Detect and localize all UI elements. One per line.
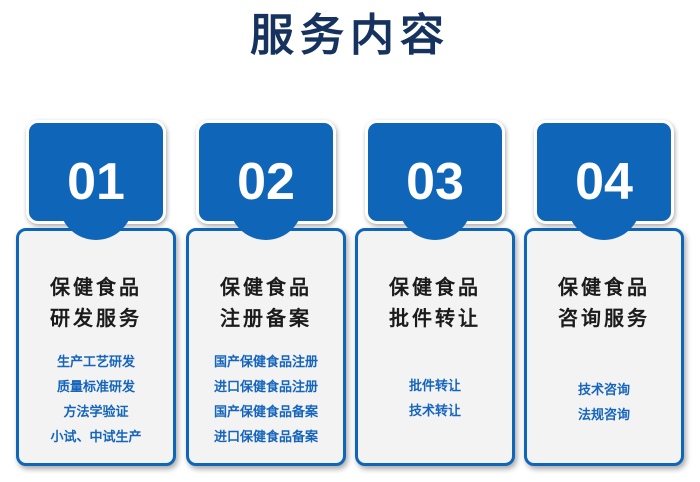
card-items: 批件转让 技术转让: [355, 374, 515, 424]
card-item: 生产工艺研发: [56, 355, 135, 370]
card-item: 小试、中试生产: [50, 430, 142, 445]
card-title: 保健食品 注册备案: [186, 272, 346, 334]
card-item: 批件转让: [408, 379, 461, 394]
service-card-1: 01 保健食品 研发服务 生产工艺研发 质量标准研发 方法学验证 小试、中试生产: [16, 120, 176, 470]
card-item: 进口保健食品注册: [213, 380, 318, 395]
card-body: [16, 228, 176, 466]
card-item: 技术咨询: [577, 383, 630, 398]
card-items: 国产保健食品注册 进口保健食品注册 国产保健食品备案 进口保健食品备案: [186, 350, 346, 450]
card-item: 方法学验证: [63, 405, 129, 420]
card-number: 02: [237, 153, 295, 211]
card-title-line: 保健食品: [558, 275, 650, 299]
card-item: 国产保健食品备案: [213, 405, 318, 420]
card-title: 保健食品 咨询服务: [524, 272, 684, 334]
card-body: [186, 228, 346, 466]
card-title-line: 研发服务: [50, 306, 142, 330]
card-items: 技术咨询 法规咨询: [524, 378, 684, 428]
card-title: 保健食品 批件转让: [355, 272, 515, 334]
card-title-line: 保健食品: [220, 275, 312, 299]
card-body: [355, 228, 515, 466]
service-card-4: 04 保健食品 咨询服务 技术咨询 法规咨询: [524, 120, 684, 470]
card-title-line: 注册备案: [220, 306, 312, 330]
card-title-line: 保健食品: [389, 275, 481, 299]
card-title-line: 咨询服务: [558, 306, 650, 330]
card-number: 03: [406, 153, 464, 211]
card-body: [524, 228, 684, 466]
card-item: 法规咨询: [577, 408, 630, 423]
card-item: 国产保健食品注册: [213, 355, 318, 370]
card-title-line: 批件转让: [389, 306, 481, 330]
card-title-line: 保健食品: [50, 275, 142, 299]
card-items: 生产工艺研发 质量标准研发 方法学验证 小试、中试生产: [16, 350, 176, 450]
service-card-2: 02 保健食品 注册备案 国产保健食品注册 进口保健食品注册 国产保健食品备案 …: [186, 120, 346, 470]
card-item: 技术转让: [408, 404, 461, 419]
card-number: 01: [67, 153, 125, 211]
card-number: 04: [575, 153, 633, 211]
service-card-3: 03 保健食品 批件转让 批件转让 技术转让: [355, 120, 515, 470]
card-item: 质量标准研发: [56, 380, 135, 395]
page-title: 服务内容: [250, 10, 450, 61]
card-item: 进口保健食品备案: [213, 430, 318, 445]
card-title: 保健食品 研发服务: [16, 272, 176, 334]
